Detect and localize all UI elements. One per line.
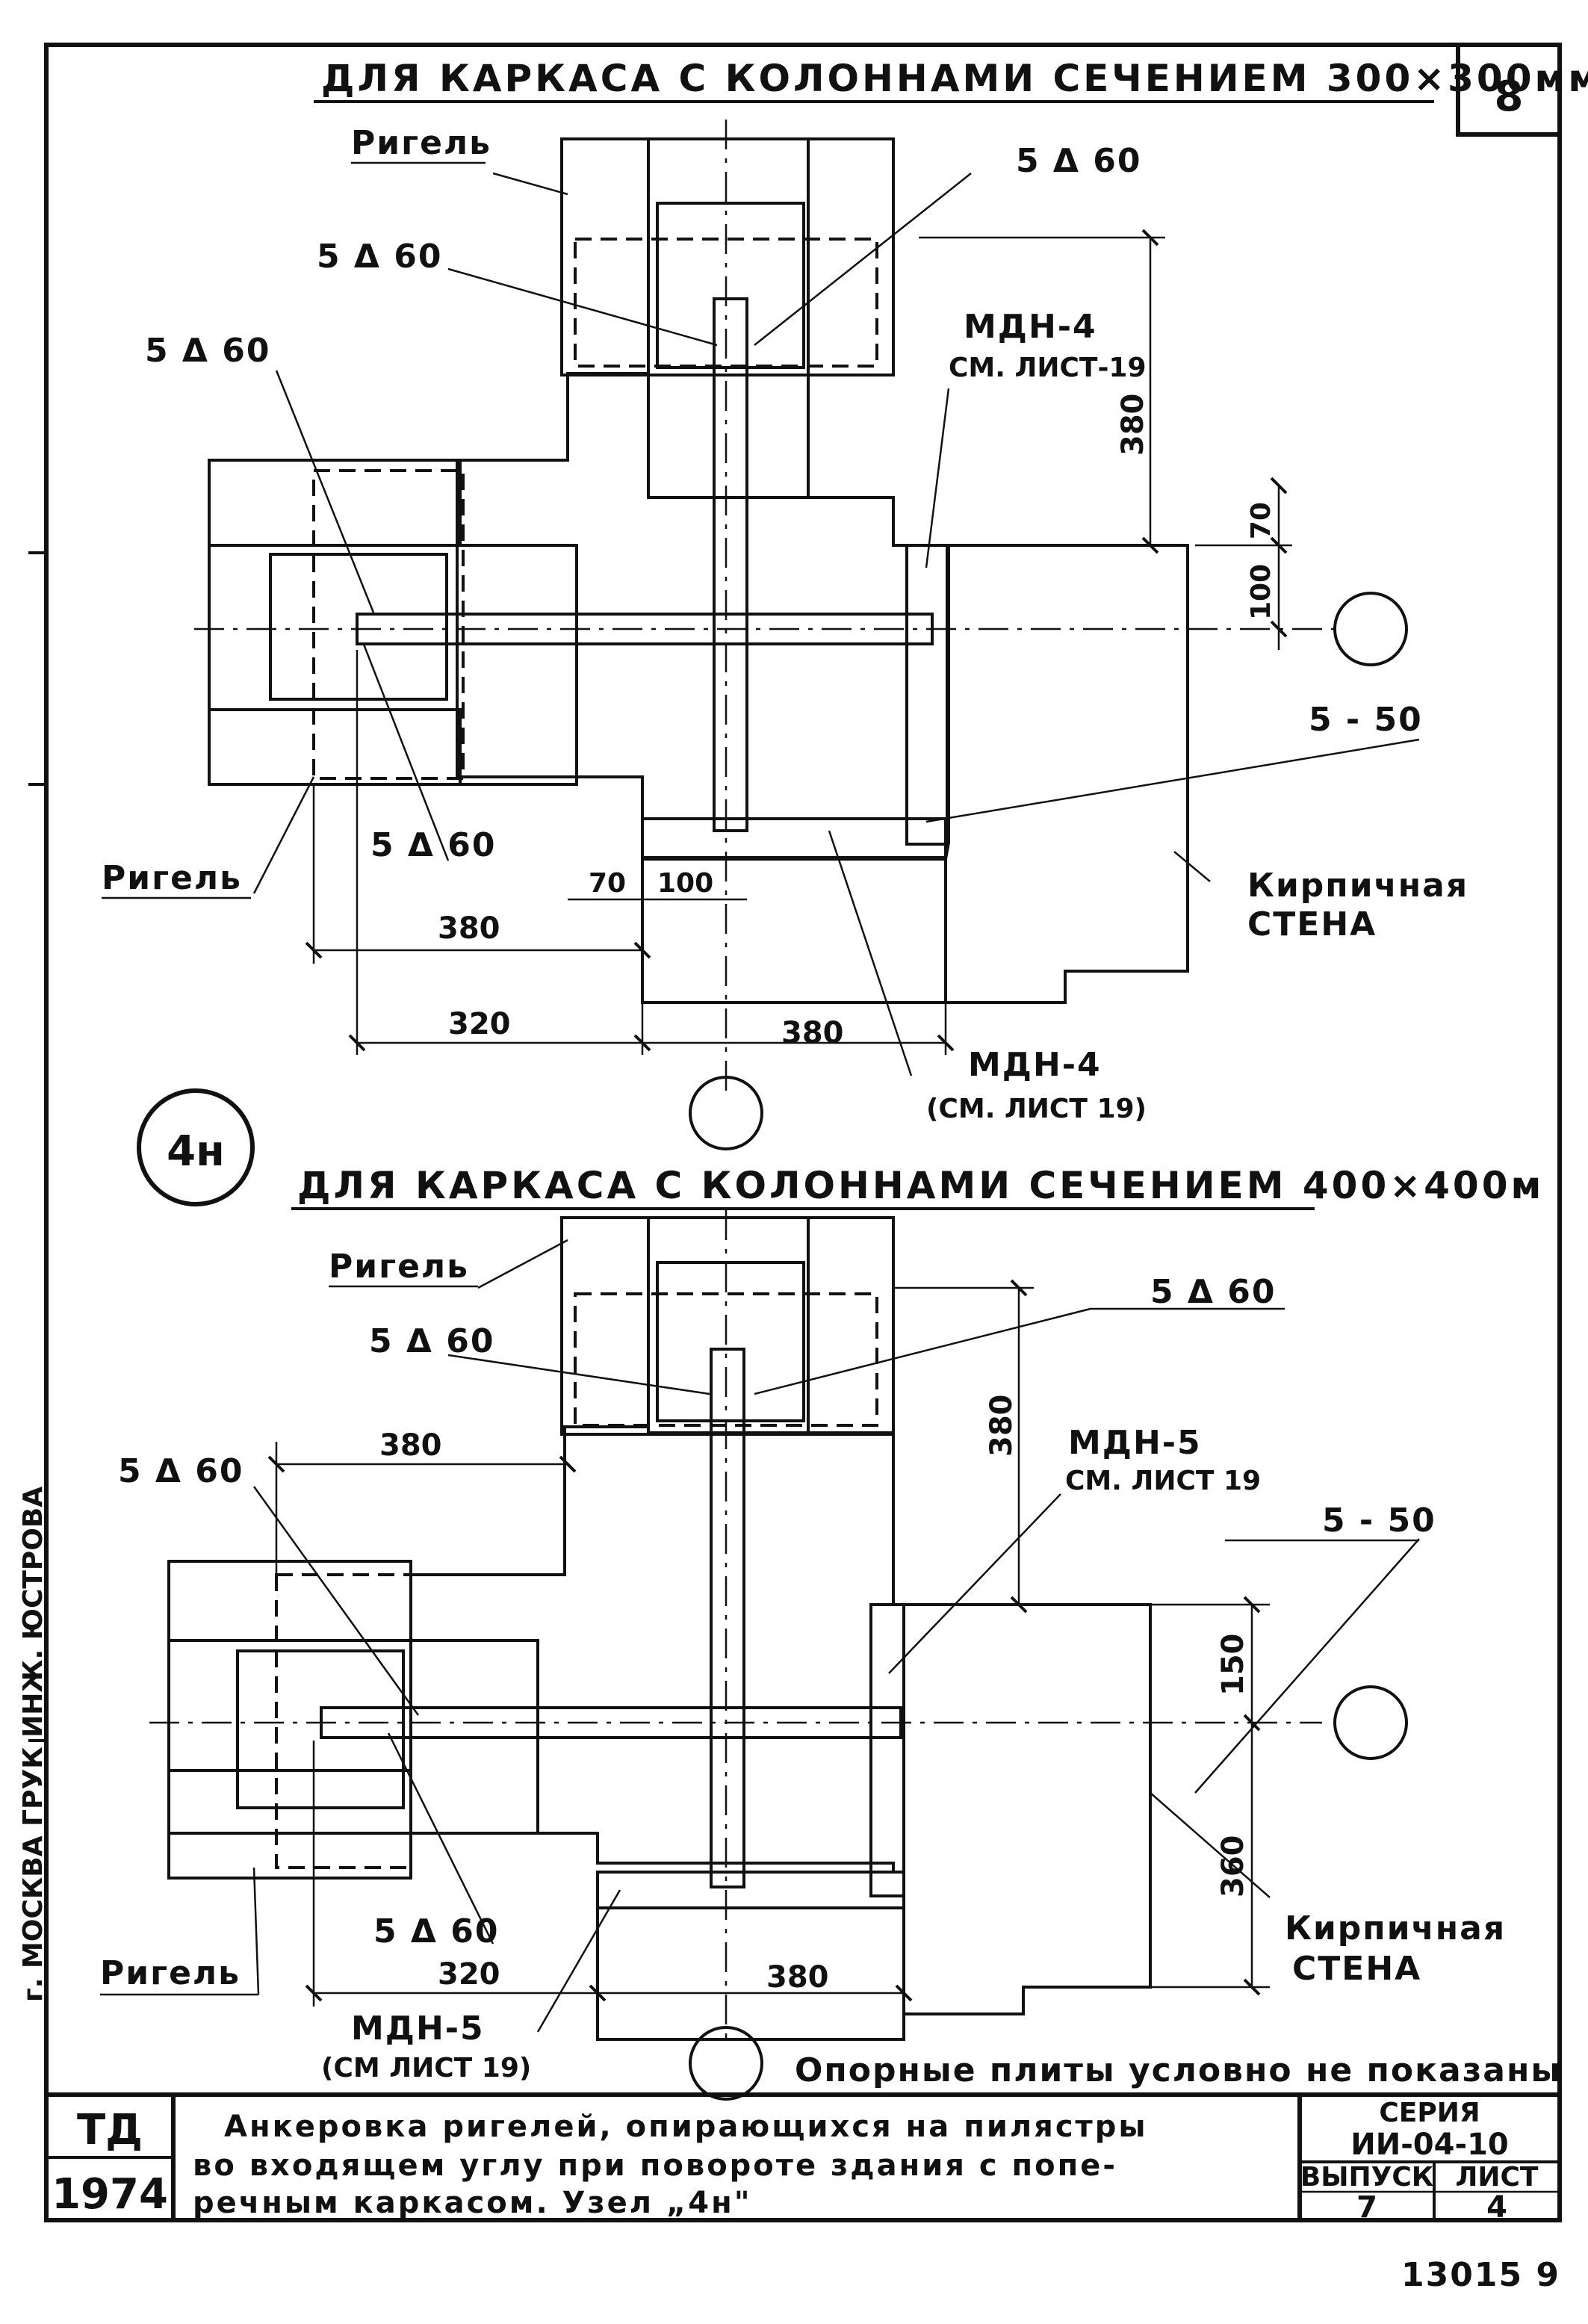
top-detail: ДЛЯ КАРКАСА С КОЛОННАМИ СЕЧЕНИЕМ 300×300… (102, 57, 1588, 1150)
title-block-year: 1974 (52, 2170, 168, 2219)
top-rigel-vertical (560, 137, 895, 377)
bottom-label-mdn-bottom: МДН-5 (351, 2010, 485, 2048)
top-brick-wall (944, 544, 1189, 1004)
bottom-label-rigel-bottom: Ригель (100, 1954, 241, 1992)
side-stamp: г. МОСКВА ГРУК ИНЖ. ЮСТРОВА (18, 1487, 49, 2002)
bottom-brick-wall (902, 1603, 1152, 2015)
top-label-mdn-bottom-ref: (СМ. ЛИСТ 19) (926, 1094, 1147, 1124)
title-block-sheet-label: ЛИСТ (1455, 2162, 1538, 2193)
top-dim-100: 100 (1246, 564, 1277, 620)
top-label-mdn-bottom: МДН-4 (968, 1046, 1102, 1084)
bottom-label-rigel-top: Ригель (329, 1248, 469, 1286)
title-block-sheet-value: 4 (1486, 2190, 1507, 2225)
bottom-label-weld-3: 5 Δ 60 (118, 1452, 244, 1490)
title-block: ТД 1974 Анкеровка ригелей, опирающихся н… (46, 2092, 1560, 2225)
top-dim-380-bottom: 380 (781, 1016, 844, 1050)
bottom-mdn-plate (869, 1603, 905, 1897)
top-label-weld-3: 5 Δ 60 (145, 332, 271, 370)
top-pilaster-concrete (456, 372, 950, 844)
top-dim-70-bottom: 70 (589, 868, 626, 899)
bottom-dim-380-vertical: 380 (984, 1395, 1019, 1457)
bottom-rigel-vertical (560, 1216, 895, 1436)
top-rigel-vertical-end (656, 202, 805, 369)
bottom-dim-150: 150 (1216, 1634, 1250, 1696)
bottom-label-weld-side: 5 - 50 (1322, 1502, 1436, 1540)
title-block-series-label: СЕРИЯ (1379, 2098, 1480, 2128)
bottom-axis-marker-right (1333, 1685, 1408, 1760)
node-mark: 4н (137, 1088, 255, 1206)
top-dim-380-horizontal: 380 (438, 911, 500, 946)
top-dim-70: 70 (1246, 502, 1277, 539)
top-anchor-rod-vertical (713, 297, 748, 832)
archive-number: 13015 9 (1401, 2256, 1560, 2294)
top-mdn-plate (905, 544, 949, 846)
title-block-td: ТД (77, 2106, 143, 2154)
bottom-pilaster-concrete (409, 1425, 905, 1874)
bottom-axis-marker-bottom (689, 2026, 763, 2101)
top-rigel-horizontal-end (269, 553, 448, 701)
bottom-label-mdn-right-ref: СМ. ЛИСТ 19 (1065, 1466, 1261, 1496)
top-label-rigel-bottom: Ригель (102, 859, 242, 897)
top-label-wall-1: Кирпичная (1247, 867, 1468, 905)
bottom-label-weld-4: 5 Δ 60 (373, 1912, 500, 1950)
top-rigel-horizontal (208, 544, 578, 786)
top-axis-marker-bottom (689, 1076, 763, 1150)
bottom-label-mdn-bottom-ref: (СМ ЛИСТ 19) (321, 2053, 531, 2083)
top-dim-320: 320 (448, 1007, 511, 1041)
top-label-weld-2: 5 Δ 60 (317, 238, 443, 276)
bottom-dim-380-horizontal: 380 (379, 1428, 442, 1463)
bottom-lower-block (596, 1906, 905, 2041)
title-block-description-1: Анкеровка ригелей, опирающихся на пиляст… (224, 2110, 1148, 2144)
bottom-label-mdn-right: МДН-5 (1068, 1424, 1202, 1462)
top-label-mdn-right: МДН-4 (964, 308, 1097, 346)
bottom-dim-380-bottom: 380 (766, 1960, 829, 1995)
note-text: Опорные плиты условно не показаны (795, 2051, 1562, 2089)
top-label-weld-4: 5 Δ 60 (370, 826, 497, 864)
top-label-mdn-right-ref: СМ. ЛИСТ-19 (949, 353, 1147, 383)
top-label-weld-side: 5 - 50 (1309, 701, 1423, 739)
title-block-issue-value: 7 (1356, 2190, 1377, 2225)
top-label-rigel-top: Ригель (351, 124, 491, 162)
bottom-anchor-rod-vertical (710, 1348, 745, 1888)
bottom-label-wall-1: Кирпичная (1285, 1909, 1506, 1947)
title-block-description-3: речным каркасом. Узел „4н" (193, 2186, 752, 2220)
bottom-detail-title: ДЛЯ КАРКАСА С КОЛОННАМИ СЕЧЕНИЕМ 400×400… (297, 1164, 1544, 1207)
top-label-wall-2: СТЕНА (1247, 905, 1377, 943)
bottom-label-wall-2: СТЕНА (1292, 1950, 1421, 1988)
bottom-rigel-vertical-end (656, 1261, 805, 1422)
top-label-weld-1: 5 Δ 60 (1016, 142, 1142, 180)
title-block-series-value: ИИ-04-10 (1350, 2128, 1508, 2162)
node-mark-label: 4н (167, 1127, 225, 1176)
top-axis-marker-right (1333, 592, 1408, 666)
bottom-rigel-horizontal-end (236, 1649, 405, 1809)
bottom-label-weld-1: 5 Δ 60 (1150, 1273, 1277, 1311)
sheet-number-box: 8 (1456, 43, 1562, 137)
top-detail-title: ДЛЯ КАРКАСА С КОЛОННАМИ СЕЧЕНИЕМ 300×300… (321, 57, 1588, 100)
bottom-label-weld-2: 5 Δ 60 (369, 1322, 495, 1360)
bottom-detail: ДЛЯ КАРКАСА С КОЛОННАМИ СЕЧЕНИЕМ 400×400… (100, 1164, 1544, 2101)
title-block-description-2: во входящем углу при повороте здания с п… (193, 2148, 1117, 2183)
sheet-frame (44, 43, 1562, 2222)
top-dim-100-bottom: 100 (657, 868, 713, 899)
bottom-dim-320: 320 (438, 1957, 500, 1992)
bottom-dim-360: 360 (1216, 1835, 1250, 1898)
top-dim-380-vertical: 380 (1116, 394, 1150, 456)
title-block-issue-label: ВЫПУСК (1300, 2162, 1433, 2193)
sheet-number: 8 (1495, 72, 1524, 121)
